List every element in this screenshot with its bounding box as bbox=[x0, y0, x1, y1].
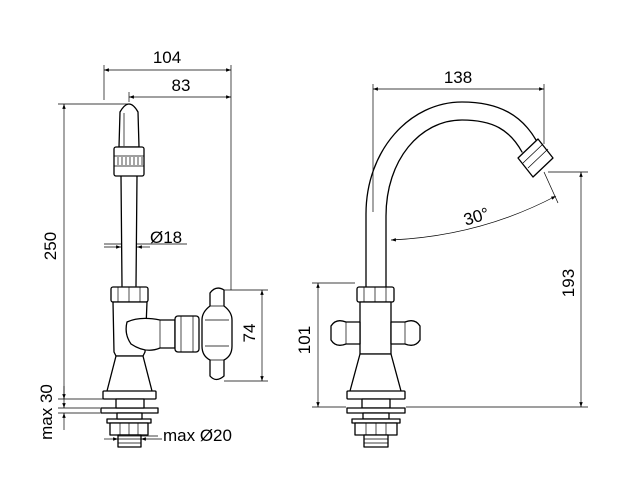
dim-label-74: 74 bbox=[240, 324, 259, 343]
front-cross-handle bbox=[330, 320, 361, 346]
side-gasket bbox=[100, 407, 159, 414]
side-spout-tube bbox=[120, 175, 138, 287]
front-view: 138 30° 101 193 bbox=[295, 68, 588, 448]
front-base-plate bbox=[346, 390, 406, 400]
side-spout-top bbox=[118, 103, 140, 148]
front-shank-end bbox=[363, 434, 389, 448]
dim-label-30-degrees: 30° bbox=[461, 204, 491, 230]
front-base-cone bbox=[349, 353, 402, 396]
front-aerator bbox=[517, 138, 554, 178]
front-gasket bbox=[346, 407, 406, 414]
front-valve-body bbox=[359, 301, 392, 355]
side-handle-collar bbox=[174, 315, 200, 353]
side-shank-end bbox=[117, 434, 142, 448]
dim-label-101: 101 bbox=[295, 326, 314, 354]
dim-label-max-30: max 30 bbox=[37, 384, 56, 440]
side-base-cone bbox=[106, 355, 153, 396]
dim-label-83: 83 bbox=[172, 76, 191, 95]
side-aerator bbox=[113, 146, 145, 177]
front-top-nut bbox=[356, 286, 395, 303]
dim-label-138: 138 bbox=[444, 68, 472, 87]
dim-label-104: 104 bbox=[153, 48, 181, 67]
side-view: 104 83 250 Ø18 74 max 30 max Ø20 bbox=[37, 48, 268, 448]
front-gooseneck bbox=[365, 101, 537, 288]
dim-label-d18: Ø18 bbox=[150, 228, 182, 247]
side-handle-arm bbox=[125, 317, 176, 351]
side-base-plate bbox=[102, 390, 157, 400]
side-top-nut bbox=[110, 286, 149, 303]
side-cross-handle bbox=[201, 287, 233, 381]
dim-label-250: 250 bbox=[41, 232, 60, 260]
dim-label-193: 193 bbox=[559, 269, 578, 297]
dim-label-max-d20: max Ø20 bbox=[163, 426, 232, 445]
